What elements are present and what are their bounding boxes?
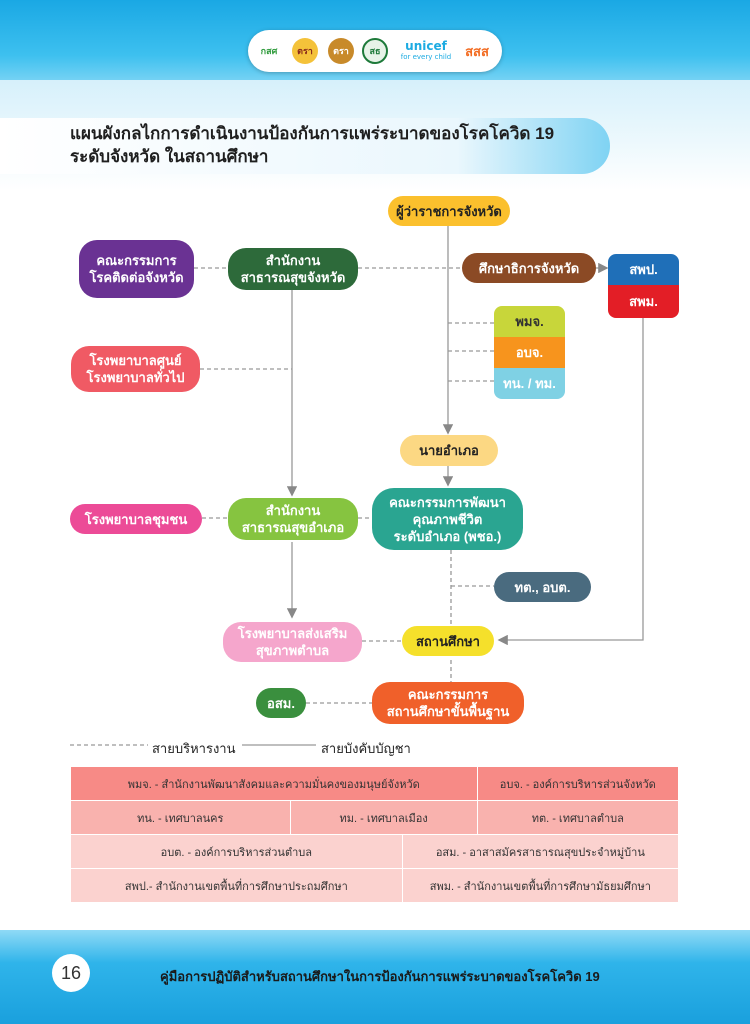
obj-node: อบจ. <box>494 337 565 368</box>
thaihealth-logo: สสส <box>465 44 489 60</box>
table-row: ทน. - เทศบาลนคร ทม. - เทศบาลเมือง ทต. - … <box>70 800 680 835</box>
page-number: 16 <box>52 954 90 992</box>
abbreviation-table: พมจ. - สำนักงานพัฒนาสังคมและความมั่นคงขอ… <box>70 766 680 903</box>
page-title: แผนผังกลไกการดำเนินงานป้องกันการแพร่ระบา… <box>70 124 555 166</box>
osm-node: อสม. <box>256 688 306 718</box>
table-cell: ทต. - เทศบาลตำบล <box>476 800 680 835</box>
table-row: สพป.- สำนักงานเขตพื้นที่การศึกษาประถมศึก… <box>70 868 680 903</box>
logo-bar: กสศ ตรา ตรา สธ unicef for every child สส… <box>248 30 502 72</box>
table-row: อบต. - องค์การบริหารส่วนตำบล อสม. - อาสา… <box>70 834 680 869</box>
moph-logo: สธ <box>362 38 388 64</box>
spm-node: สพม. <box>608 285 679 318</box>
table-cell: สพป.- สำนักงานเขตพื้นที่การศึกษาประถมศึก… <box>70 868 403 903</box>
table-cell: ทน. - เทศบาลนคร <box>70 800 291 835</box>
table-row: พมจ. - สำนักงานพัฒนาสังคมและความมั่นคงขอ… <box>70 766 680 801</box>
eef-logo: กสศ <box>260 47 278 57</box>
table-cell: พมจ. - สำนักงานพัฒนาสังคมและความมั่นคงขอ… <box>70 766 478 801</box>
subdistrict-hospital-node: โรงพยาบาลส่งเสริม สุขภาพตำบล <box>223 622 362 662</box>
table-cell: ทม. - เทศบาลเมือง <box>289 800 478 835</box>
table-cell: อสม. - อาสาสมัครสาธารณสุขประจำหมู่บ้าน <box>401 834 680 869</box>
district-committee-node: คณะกรรมการพัฒนา คุณภาพชีวิต ระดับอำเภอ (… <box>372 488 523 550</box>
provincial-health-office-node: สำนักงาน สาธารณสุขจังหวัด <box>228 248 358 290</box>
tn-tm-node: ทน. / ทม. <box>494 368 565 399</box>
legend-command-line: สายบังคับบัญชา <box>321 741 411 756</box>
communicable-committee-node: คณะกรรมการ โรคติดต่อจังหวัด <box>79 240 194 298</box>
title-banner <box>0 118 610 174</box>
footer-text: คู่มือการปฏิบัติสำหรับสถานศึกษาในการป้อง… <box>160 969 600 984</box>
district-health-office-node: สำนักงาน สาธารณสุขอำเภอ <box>228 498 358 540</box>
tt-obt-node: ทต., อบต. <box>494 572 591 602</box>
table-cell: อบต. - องค์การบริหารส่วนตำบล <box>70 834 403 869</box>
table-cell: อบจ. - องค์การบริหารส่วนจังหวัด <box>476 766 680 801</box>
district-chief-node: นายอำเภอ <box>400 435 498 466</box>
provincial-education-node: ศึกษาธิการจังหวัด <box>462 253 596 283</box>
unicef-logo: unicef for every child <box>400 39 452 61</box>
hospitals-node: โรงพยาบาลศูนย์ โรงพยาบาลทั่วไป <box>71 346 200 392</box>
pmj-node: พมจ. <box>494 306 565 337</box>
legend-admin-line: สายบริหารงาน <box>152 741 236 756</box>
community-hospital-node: โรงพยาบาลชุมชน <box>70 504 202 534</box>
connector-lines <box>70 226 644 746</box>
spp-node: สพป. <box>608 254 679 285</box>
school-committee-node: คณะกรรมการ สถานศึกษาขั้นพื้นฐาน <box>372 682 524 724</box>
table-cell: สพม. - สำนักงานเขตพื้นที่การศึกษามัธยมศึ… <box>401 868 680 903</box>
footer-band <box>0 930 750 1024</box>
governor-node: ผู้ว่าราชการจังหวัด <box>388 196 510 226</box>
ministry-logo: ตรา <box>328 38 354 64</box>
school-node: สถานศึกษา <box>402 626 494 656</box>
emblem-logo: ตรา <box>292 38 318 64</box>
